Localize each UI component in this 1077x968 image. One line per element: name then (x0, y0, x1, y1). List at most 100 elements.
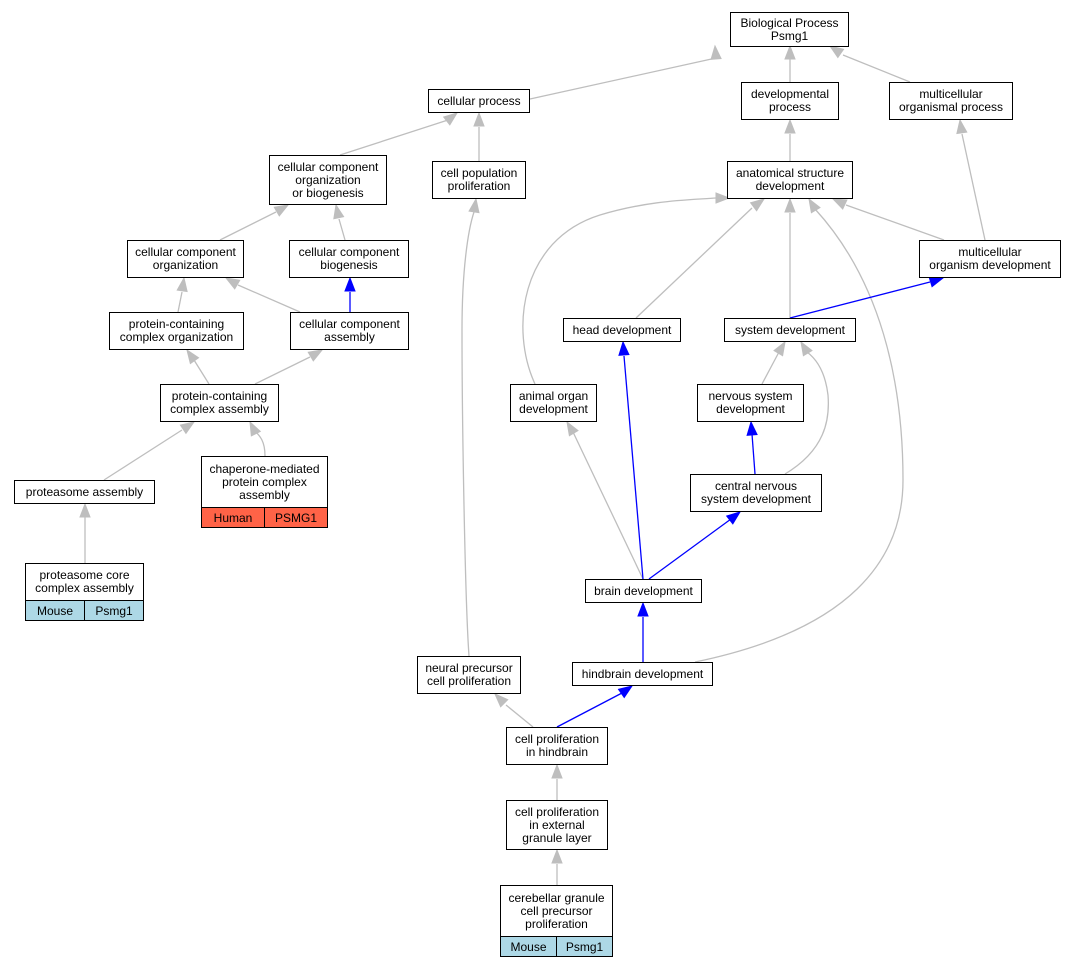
node-cellular-component-organization[interactable]: cellular component organization (127, 240, 244, 278)
edge-nsd-sysdev (761, 351, 780, 385)
edge-cerebellar-cpe-arrowhead (551, 848, 563, 864)
node-proteasome-assembly[interactable]: proteasome assembly (14, 480, 155, 504)
edge-headdev-asd-arrowhead (749, 198, 766, 212)
edge-cca-ccb-arrowhead (344, 276, 356, 292)
edge-cellpop-cellproc-arrowhead (473, 111, 485, 127)
node-cell-population-proliferation[interactable]: cell population proliferation (432, 161, 526, 199)
node-cellular-process[interactable]: cellular process (428, 89, 530, 113)
edge-cellproc-bp-arrowhead (710, 44, 722, 60)
node-label: chaperone-mediated protein complex assem… (209, 461, 320, 502)
edge-chaperone-pcca-arrowhead (249, 420, 262, 437)
edge-cpe-cph-arrowhead (551, 763, 563, 779)
edge-pcca-pcco (193, 359, 210, 385)
node-label: central nervous system development (700, 479, 812, 506)
node-multicellular-organism-development[interactable]: multicellular organism development (919, 240, 1061, 278)
edge-cph-hindbrain-arrowhead (617, 685, 634, 699)
species-cell: Human (202, 508, 264, 527)
edge-ccb-ccob-arrowhead (333, 203, 345, 220)
edge-pcca-cca (254, 356, 311, 385)
edge-ccob-cellproc (339, 119, 449, 156)
node-label: cell proliferation in external granule l… (514, 804, 600, 845)
edge-cnsd-sysdev (784, 351, 830, 475)
edge-cnsd-nsd (751, 433, 756, 475)
edge-asd-devproc-arrowhead (784, 118, 796, 134)
node-animal-organ-development[interactable]: animal organ development (510, 384, 597, 422)
edge-pcca-pcco-arrowhead (186, 348, 200, 365)
species-cell: Mouse (26, 601, 84, 620)
edge-cph-neural-arrowhead (494, 693, 509, 708)
node-protein-containing-complex-organization[interactable]: protein-containing complex organization (109, 312, 244, 350)
node-cellular-component-organization-or-biogenesis[interactable]: cellular component organization or bioge… (269, 155, 387, 205)
node-brain-development[interactable]: brain development (585, 579, 702, 603)
node-developmental-process[interactable]: developmental process (741, 82, 839, 120)
node-label: system development (734, 322, 846, 337)
node-label: developmental process (750, 87, 830, 114)
edge-hindbrain-asd (694, 208, 904, 663)
node-head-development[interactable]: head development (563, 318, 681, 342)
edge-aod-asd (522, 197, 717, 385)
gene-cell: PSMG1 (264, 508, 327, 527)
gene-cell: Psmg1 (556, 937, 612, 956)
node-hindbrain-development[interactable]: hindbrain development (572, 662, 713, 686)
node-label: cellular component assembly (299, 317, 400, 344)
node-proteasome-core-complex-assembly[interactable]: proteasome core complex assembly Mouse P… (25, 563, 144, 621)
edge-cco-ccob (219, 211, 277, 241)
node-protein-containing-complex-assembly[interactable]: protein-containing complex assembly (160, 384, 279, 422)
node-label: animal organ development (518, 389, 589, 416)
edge-neural-cellpop (461, 211, 475, 657)
edge-sysdev-mod-arrowhead (928, 276, 945, 288)
annotation-row: Mouse Psmg1 (501, 936, 612, 956)
node-system-development[interactable]: system development (724, 318, 856, 342)
node-label: cerebellar granule cell precursor prolif… (508, 890, 605, 931)
edge-cph-hindbrain (556, 692, 623, 728)
edge-pcca-cca-arrowhead (307, 349, 324, 362)
edge-braindev-cnsd (648, 518, 732, 580)
node-cellular-component-biogenesis[interactable]: cellular component biogenesis (289, 240, 409, 278)
edge-neural-cellpop-arrowhead (468, 197, 480, 214)
node-cerebellar-granule-cell-precursor-proliferation[interactable]: cerebellar granule cell precursor prolif… (500, 885, 613, 957)
edge-cco-ccob-arrowhead (273, 204, 290, 217)
gene-cell: Psmg1 (84, 601, 143, 620)
edge-cellproc-bp (529, 57, 717, 100)
node-cell-proliferation-in-external-granule-layer[interactable]: cell proliferation in external granule l… (506, 800, 608, 850)
node-label: neural precursor cell proliferation (425, 661, 513, 688)
edge-pcco-cco (177, 291, 183, 313)
edge-multiproc-bp (842, 54, 911, 83)
node-label: nervous system development (708, 389, 793, 416)
edge-pcore-proteasome-arrowhead (79, 502, 91, 518)
edge-braindev-cnsd-arrowhead (725, 511, 742, 525)
node-chaperone-mediated-protein-complex-assembly[interactable]: chaperone-mediated protein complex assem… (201, 456, 328, 528)
node-label: cellular component biogenesis (298, 245, 400, 272)
node-label: head development (572, 322, 672, 337)
node-label: protein-containing complex organization (119, 317, 234, 344)
edge-pcco-cco-arrowhead (176, 276, 188, 293)
node-label: cellular process (437, 93, 521, 108)
edge-cca-cco (237, 284, 301, 313)
node-biological-process[interactable]: Biological Process Psmg1 (730, 12, 849, 47)
edge-multiproc-bp-arrowhead (828, 45, 845, 59)
node-label: cellular component organization or bioge… (277, 159, 379, 200)
node-label: Biological Process Psmg1 (740, 15, 839, 43)
edge-sysdev-asd-arrowhead (784, 197, 796, 213)
node-label: hindbrain development (581, 666, 704, 681)
edge-mod-multiproc (961, 133, 986, 241)
edge-mod-asd-arrowhead (831, 198, 848, 210)
edge-headdev-asd (635, 207, 753, 319)
node-anatomical-structure-development[interactable]: anatomical structure development (727, 161, 853, 199)
node-cell-proliferation-in-hindbrain[interactable]: cell proliferation in hindbrain (506, 727, 608, 765)
edge-nsd-sysdev-arrowhead (773, 340, 786, 357)
node-label: brain development (594, 583, 693, 598)
node-label: multicellular organism development (929, 245, 1051, 272)
edge-proteasome-pcca-arrowhead (179, 421, 196, 435)
node-cellular-component-assembly[interactable]: cellular component assembly (290, 312, 409, 350)
node-neural-precursor-cell-proliferation[interactable]: neural precursor cell proliferation (417, 656, 521, 694)
node-multicellular-organismal-process[interactable]: multicellular organismal process (889, 82, 1013, 120)
edge-hindbrain-asd-arrowhead (808, 197, 821, 214)
node-nervous-system-development[interactable]: nervous system development (697, 384, 804, 422)
edge-ccob-cellproc-arrowhead (442, 112, 459, 126)
edge-mod-multiproc-arrowhead (956, 118, 968, 135)
edge-devproc-bp-arrowhead (784, 44, 796, 60)
node-label: protein-containing complex assembly (170, 389, 269, 416)
node-central-nervous-system-development[interactable]: central nervous system development (690, 474, 822, 512)
